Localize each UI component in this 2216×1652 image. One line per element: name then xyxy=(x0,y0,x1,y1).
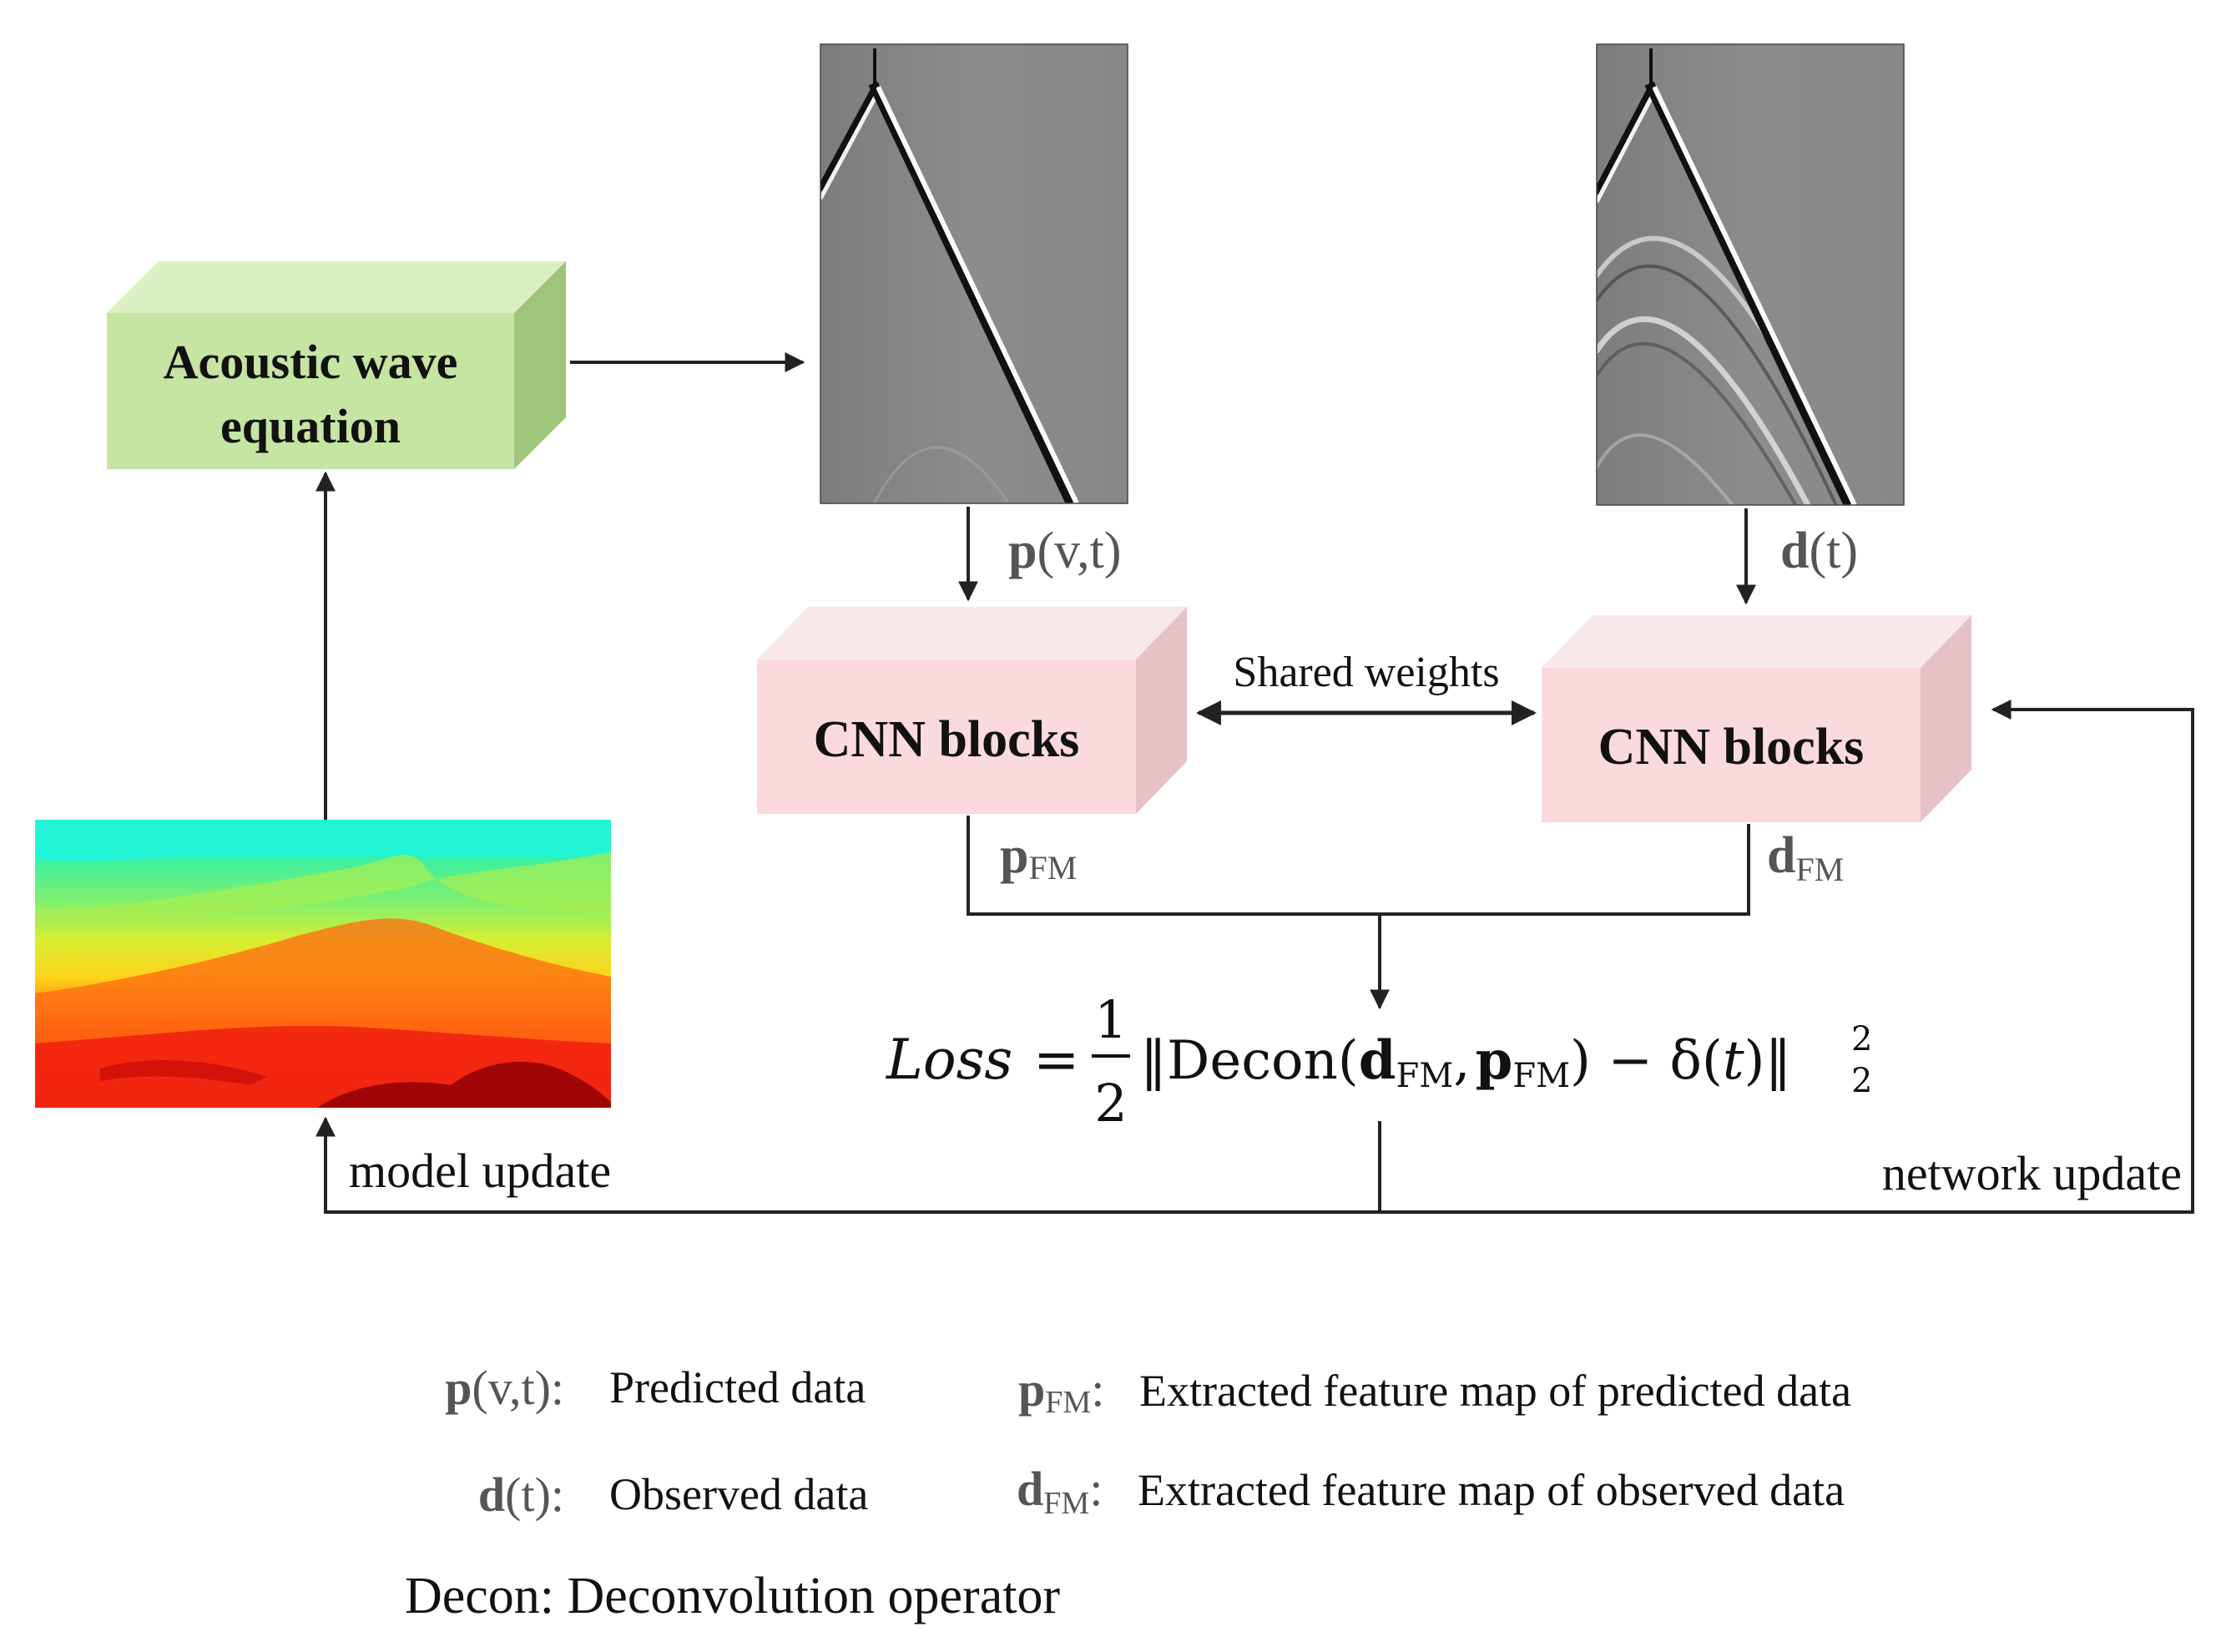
loss-numerator: 1 xyxy=(1094,989,1127,1050)
cnn-block-left: CNN blocks xyxy=(757,607,1187,814)
legend-dt-desc: Observed data xyxy=(609,1469,868,1519)
loss-lhs: Loss xyxy=(886,1028,1012,1092)
legend-dfm-term: dFM: xyxy=(1017,1462,1103,1521)
legend-dt-term: d(t): xyxy=(478,1468,564,1522)
observed-seismogram-image xyxy=(1597,44,1904,505)
dfm-label: dFM xyxy=(1767,827,1844,888)
loss-subscript: 2 xyxy=(1851,1062,1872,1100)
velocity-model-image xyxy=(35,820,611,1108)
legend-pfm-term: pFM: xyxy=(1018,1362,1104,1420)
predicted-data-label: p(v,t) xyxy=(1008,523,1121,579)
cnn-block-right-label: CNN blocks xyxy=(1598,719,1865,775)
legend-pfm-desc: Extracted feature map of predicted data xyxy=(1139,1366,1851,1416)
wave-equation-box: Acoustic wave equation xyxy=(107,261,566,469)
legend-pvt-desc: Predicted data xyxy=(609,1362,866,1412)
shared-weights-label: Shared weights xyxy=(1233,649,1499,696)
loss-equation: Loss = 1 2 ‖Decon(dFM,pFM) − δ(t)‖ 2 2 xyxy=(886,989,1872,1134)
loss-denominator: 2 xyxy=(1094,1073,1127,1134)
model-update-arrow xyxy=(315,1116,1380,1214)
observed-data-label: d(t) xyxy=(1780,523,1858,579)
legend: p(v,t): Predicted data d(t): Observed da… xyxy=(405,1361,1851,1624)
predicted-seismogram-image xyxy=(820,44,1128,503)
pfm-connector xyxy=(967,816,1750,916)
loss-superscript: 2 xyxy=(1851,1020,1872,1058)
legend-decon: Decon: Deconvolution operator xyxy=(405,1568,1060,1624)
loss-body: ‖Decon(dFM,pFM) − δ(t)‖ xyxy=(1140,1029,1792,1095)
wave-equation-label-line1: Acoustic wave xyxy=(164,335,458,389)
cnn-block-right: CNN blocks xyxy=(1542,615,1971,822)
wave-equation-label-line2: equation xyxy=(220,399,401,453)
model-update-label: model update xyxy=(349,1144,611,1198)
network-update-label: network update xyxy=(1882,1146,2182,1200)
legend-dfm-desc: Extracted feature map of observed data xyxy=(1138,1465,1845,1515)
pfm-label: pFM xyxy=(1000,827,1077,887)
network-update-arrow xyxy=(1380,700,2194,1214)
cnn-block-left-label: CNN blocks xyxy=(814,711,1080,768)
loss-equals: = xyxy=(1033,1028,1079,1092)
legend-pvt-term: p(v,t): xyxy=(445,1361,564,1415)
